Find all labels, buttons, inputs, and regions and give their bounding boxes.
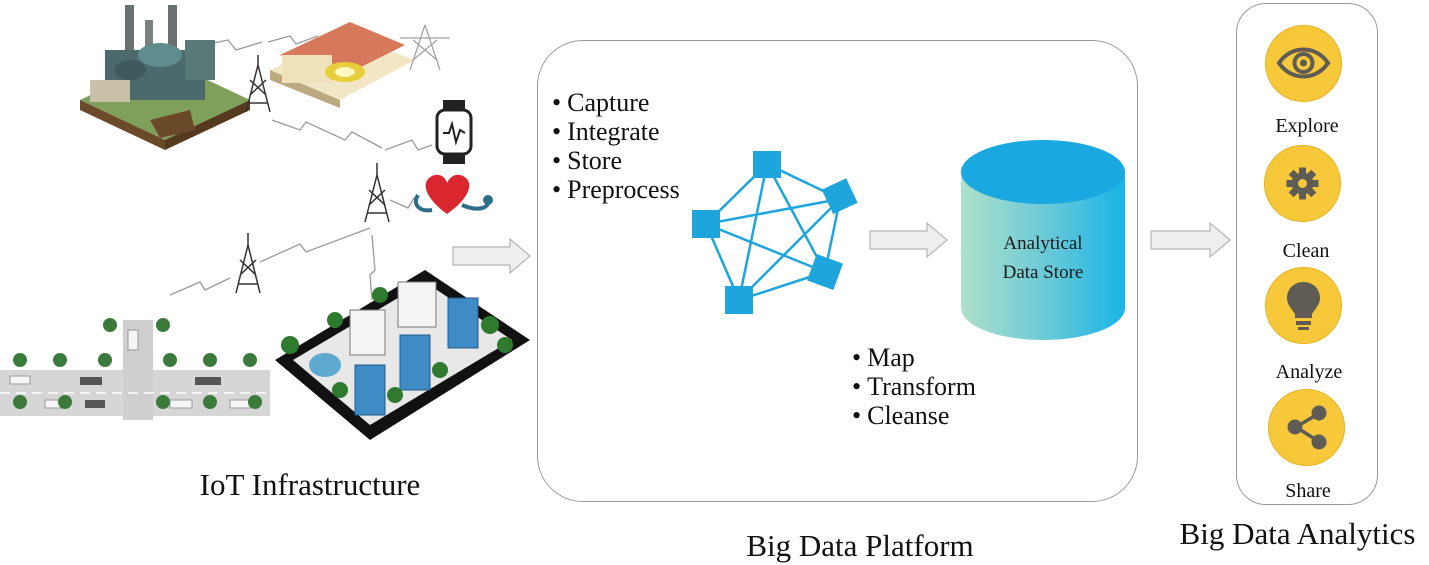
share-action[interactable] (1268, 389, 1345, 466)
heart-monitor-icon (413, 174, 493, 214)
arrow-platform-to-analytics (1150, 221, 1231, 259)
step-transform: Transform (852, 372, 976, 401)
network-node (807, 254, 843, 290)
analyze-label: Analyze (1275, 361, 1343, 383)
share-label: Share (1285, 480, 1331, 502)
smartwatch-icon (435, 100, 473, 164)
data-store-label-line1: Analytical (1003, 233, 1083, 254)
wireless-links (169, 35, 433, 301)
network-node (692, 210, 720, 238)
step-integrate: Integrate (552, 117, 680, 146)
step-cleanse: Cleanse (852, 401, 976, 430)
arrow-iot-to-platform (452, 237, 531, 275)
factory-icon (80, 5, 250, 150)
arrow-network-to-store (869, 221, 948, 259)
network-node (725, 286, 753, 314)
network-node (753, 151, 781, 178)
lightbulb-icon (1287, 282, 1320, 330)
transform-steps-list: Map Transform Cleanse (852, 343, 976, 430)
analyze-action[interactable] (1265, 267, 1342, 344)
data-store-cylinder (961, 140, 1125, 340)
cell-tower-icon (364, 163, 390, 223)
share-icon (1287, 405, 1327, 450)
cell-tower-icon (235, 233, 261, 294)
cell-tower-icon (245, 55, 271, 113)
clean-action[interactable] (1264, 145, 1341, 222)
step-map: Map (852, 343, 976, 372)
explore-action[interactable] (1265, 25, 1342, 102)
data-store-label-line2: Data Store (1002, 262, 1084, 283)
clean-label: Clean (1282, 240, 1330, 262)
data-store-label: Analytical Data Store (960, 229, 1126, 287)
analytics-caption: Big Data Analytics (1179, 516, 1416, 551)
eye-icon (1276, 47, 1331, 79)
network-node (821, 178, 858, 215)
capture-steps-list: Capture Integrate Store Preprocess (552, 88, 680, 204)
iot-illustration (0, 5, 530, 440)
network-graph (692, 151, 858, 314)
platform-caption: Big Data Platform (746, 528, 974, 563)
explore-label: Explore (1275, 115, 1339, 137)
iot-caption: IoT Infrastructure (199, 467, 421, 502)
step-preprocess: Preprocess (552, 175, 680, 204)
gear-icon (1286, 167, 1319, 200)
traffic-road-icon (0, 318, 270, 420)
city-block-icon (275, 270, 530, 440)
house-icon (270, 22, 415, 108)
step-store: Store (552, 146, 680, 175)
step-capture: Capture (552, 88, 680, 117)
power-tower-icon (400, 24, 450, 71)
